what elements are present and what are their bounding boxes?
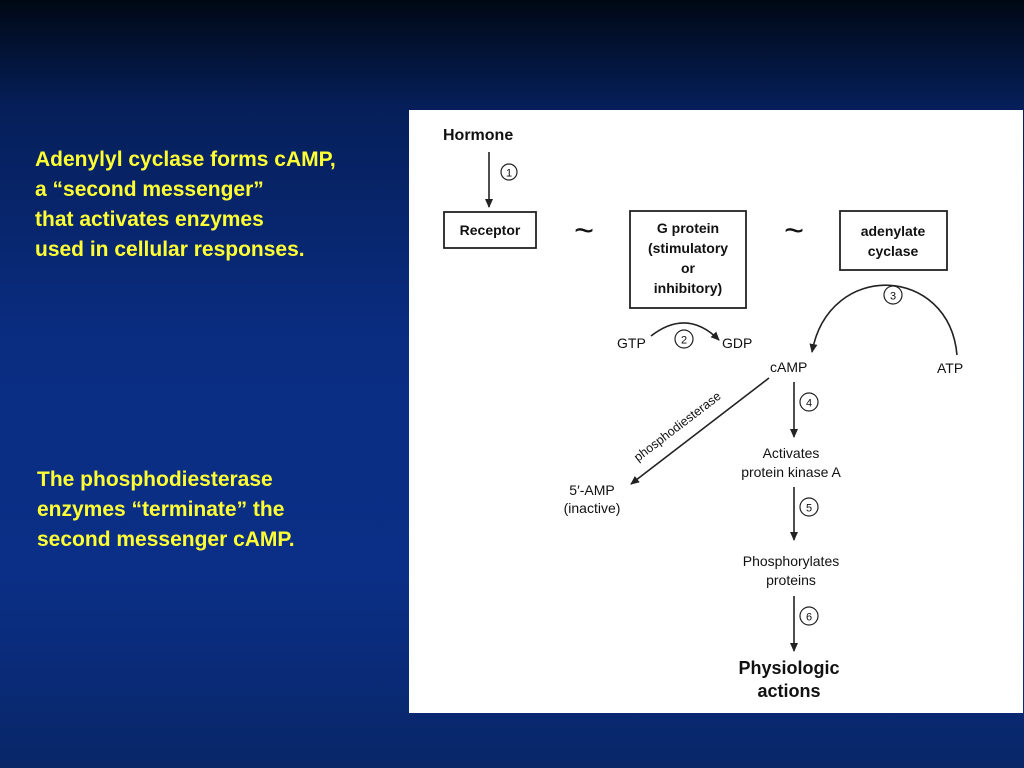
adenylate-cyclase-box (839, 210, 948, 271)
text-line: that activates enzymes (35, 208, 264, 231)
step-4-marker: 4 (799, 392, 819, 412)
phosphorylates-label: Phosphorylates (743, 553, 840, 569)
text-line: enzymes “terminate” the (37, 498, 285, 521)
svg-text:6: 6 (806, 612, 812, 624)
arrow-camp-amp (630, 377, 770, 485)
phosphodiesterase-label: phosphodiesterase (631, 389, 723, 464)
svg-text:2: 2 (681, 335, 687, 347)
amp-inactive-label: (inactive) (564, 500, 621, 516)
description-cyclase-text: Adenylyl cyclase forms cAMP, a “second m… (35, 145, 336, 265)
proteins-label: proteins (766, 572, 816, 588)
text-line: a “second messenger” (35, 178, 264, 201)
g-protein-type-label: inhibitory) (654, 280, 722, 296)
arrow-gtp-gdp (650, 322, 720, 341)
step-6-marker: 6 (799, 606, 819, 626)
g-protein-type-label: (stimulatory (648, 240, 728, 256)
hormone-label: Hormone (443, 127, 513, 144)
svg-text:3: 3 (890, 291, 896, 303)
diagram-canvas: Hormone 1 Receptor ~ G protein (stimulat… (443, 127, 963, 701)
arrow-atp-camp (809, 284, 958, 356)
text-line: The phosphodiesterase (37, 468, 273, 491)
description-phosphodiesterase-text: The phosphodiesterase enzymes “terminate… (37, 465, 295, 555)
g-protein-box (629, 210, 747, 309)
camp-pathway-diagram: Hormone 1 Receptor ~ G protein (stimulat… (409, 110, 1023, 713)
coupling-tilde: ~ (784, 212, 804, 250)
adenylate-cyclase-label: cyclase (868, 243, 919, 259)
actions-label: actions (757, 681, 820, 701)
g-protein-type-label: or (681, 260, 696, 276)
g-protein-label: G protein (657, 220, 719, 236)
text-line: used in cellular responses. (35, 238, 305, 261)
receptor-box (443, 211, 537, 249)
gtp-label: GTP (617, 335, 646, 351)
adenylate-cyclase-label: adenylate (861, 223, 926, 239)
gdp-label: GDP (722, 335, 752, 351)
svg-text:5: 5 (806, 503, 812, 515)
amp-label: 5′-AMP (569, 482, 614, 498)
receptor-label: Receptor (460, 222, 521, 238)
step-1-marker: 1 (500, 163, 518, 181)
physiologic-label: Physiologic (738, 658, 839, 678)
coupling-tilde: ~ (574, 212, 594, 250)
protein-kinase-a-label: protein kinase A (741, 464, 841, 480)
step-5-marker: 5 (799, 497, 819, 517)
text-line: Adenylyl cyclase forms cAMP, (35, 148, 336, 171)
step-2-marker: 2 (674, 329, 694, 349)
camp-label: cAMP (770, 359, 807, 375)
svg-text:1: 1 (506, 168, 512, 180)
text-line: second messenger cAMP. (37, 528, 295, 551)
step-3-marker: 3 (883, 285, 903, 305)
svg-text:4: 4 (806, 398, 812, 410)
activates-label: Activates (763, 445, 820, 461)
atp-label: ATP (937, 360, 963, 376)
